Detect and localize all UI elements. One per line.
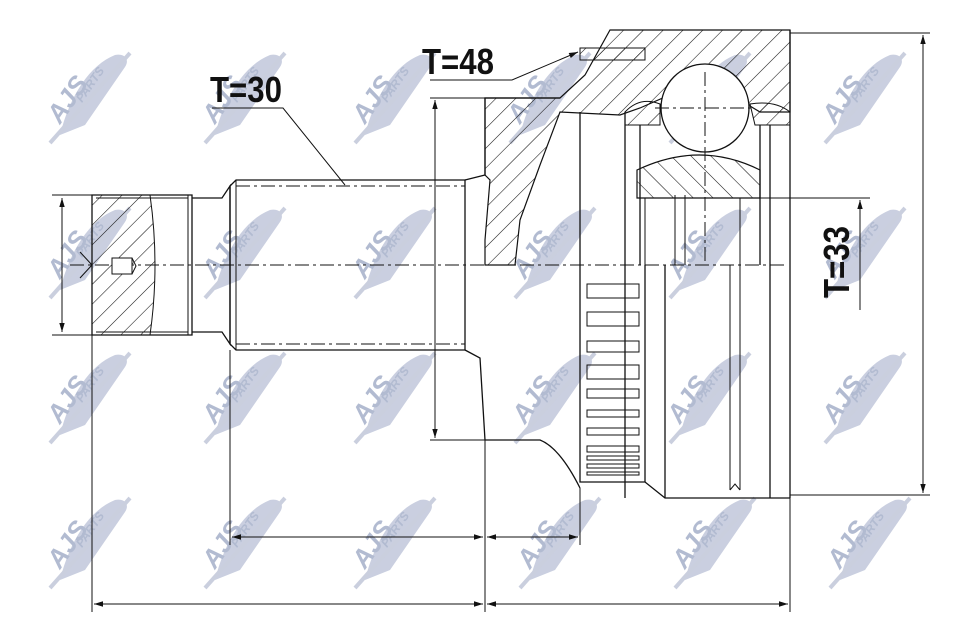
- label-t48: T=48: [422, 41, 494, 82]
- label-t30: T=30: [210, 69, 282, 110]
- label-t33: T=33: [816, 226, 857, 298]
- watermark-layer: [37, 51, 912, 590]
- abs-ring: [579, 265, 790, 499]
- outer-housing: [484, 29, 791, 498]
- leader-t30: [212, 107, 346, 186]
- leader-t48: [430, 51, 579, 81]
- threaded-end: [79, 183, 231, 347]
